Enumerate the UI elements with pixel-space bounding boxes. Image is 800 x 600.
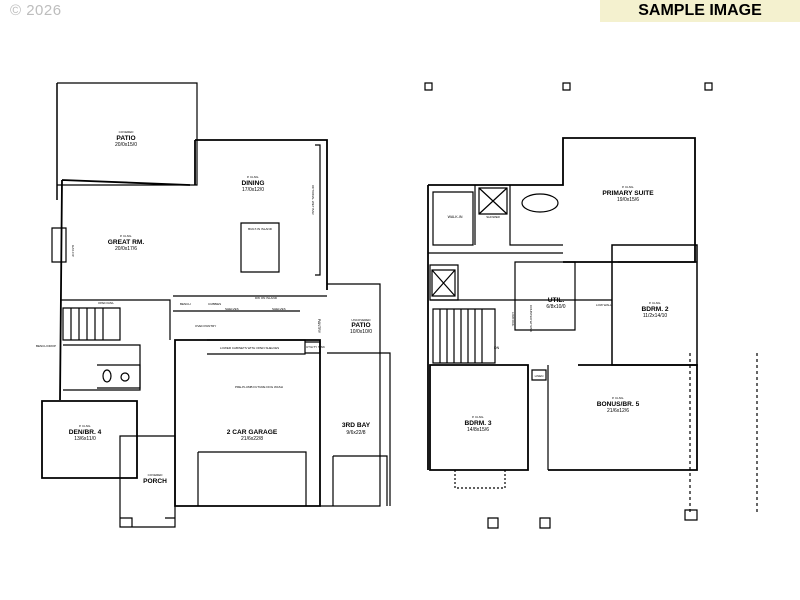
bedroom3-name: BDRM. 3 — [464, 420, 491, 427]
note-shelves: SHELVES — [225, 307, 239, 311]
walk-in-label: WALK-IN — [448, 215, 463, 219]
utility-dims: 6/8x10/0 — [546, 304, 565, 310]
main-floor-walls — [41, 82, 391, 528]
linen-label: LINEN — [535, 374, 544, 378]
covered-patio-note: COVERED — [119, 130, 135, 134]
great-room-name: GREAT RM. — [108, 239, 145, 246]
bonus-name: BONUS/BR. 5 — [597, 401, 640, 408]
porch-note: COVERED — [148, 473, 164, 477]
note-open-rail: OPEN RAIL — [98, 301, 114, 305]
bedroom2-dims: 11/2x14/10 — [643, 313, 668, 319]
den-name: DEN/BR. 4 — [69, 429, 102, 436]
uncovered-patio-note: UNCOVERED — [351, 318, 371, 322]
note-utility: UTILITY SINK — [306, 345, 325, 349]
bedroom2-note: 9' CLNG. — [649, 301, 661, 305]
bonus-note: 9' CLNG. — [612, 396, 624, 400]
uncovered-patio-dims: 10/0x10/0 — [350, 329, 372, 335]
covered-patio-dims: 20/0x15/0 — [115, 142, 137, 148]
note-bench-drop: BENCH DROP — [36, 344, 56, 348]
upper-floor-walls — [424, 82, 758, 529]
note-dw: DW ON ISLAND — [255, 296, 278, 300]
note-counter: COUNTER W/ SINK — [529, 305, 533, 332]
note-cubbies: CUBBIES — [208, 302, 221, 306]
note-dn: DN — [494, 346, 500, 350]
uncovered-patio-name: PATIO — [351, 322, 370, 329]
garage-name: 2 CAR GARAGE — [227, 429, 278, 436]
great-room-note: 9' CLNG. — [120, 234, 132, 238]
shower-label: SHOWER — [486, 215, 500, 219]
primary-suite-dims: 19/0x15/6 — [617, 197, 639, 203]
dining-name: DINING — [241, 180, 264, 187]
bonus-dims: 21/6x12/6 — [607, 408, 629, 414]
dining-note: 9' CLNG. — [247, 175, 259, 179]
den-note: 9' CLNG. — [79, 424, 91, 428]
bedroom3-note: 9' CLNG. — [472, 415, 484, 419]
bedroom3-dims: 14/8x15/6 — [467, 427, 489, 433]
covered-patio-name: PATIO — [116, 135, 135, 142]
third-bay-name: 3RD BAY — [342, 422, 371, 429]
bedroom2-name: BDRM. 2 — [641, 306, 668, 313]
primary-suite-name: PRIMARY SUITE — [602, 190, 654, 197]
note-dining: OPTIONAL WET BAR — [311, 185, 315, 215]
note-pre-plumb: PRE-PLUMB FUTURE DOG WASH — [235, 385, 283, 389]
note-bench: BENCH — [180, 302, 191, 306]
utility-name: UTIL. — [548, 297, 565, 304]
note-shelves-2: SHELVES — [272, 307, 286, 311]
main-floor-labels: COVERED PATIO 20/0x15/0 9' CLNG. DINING … — [36, 130, 372, 485]
dining-dims: 17/0x12/0 — [242, 187, 264, 193]
note-oven-pantry: OVEN PANTRY — [195, 324, 216, 328]
primary-suite-note: 9' CLNG. — [622, 185, 634, 189]
note-low-rail: LOW RAIL — [511, 312, 515, 327]
note-low-wall: LOW WALL — [596, 303, 612, 307]
garage-dims: 21/6x22/8 — [241, 436, 263, 442]
pantry-label: PANTRY — [317, 319, 321, 334]
upper-floor-labels: WALK-IN SHOWER 9' CLNG. PRIMARY SUITE 19… — [448, 185, 669, 433]
sample-image-badge: SAMPLE IMAGE — [600, 0, 800, 22]
note-lower-cabinets: LOWER CABINETS WITH OPEN SHELVES — [220, 346, 279, 350]
note-island: BUILT-IN ISLAND — [248, 227, 273, 231]
note-gas-fp: GAS F/P — [71, 245, 75, 257]
third-bay-dims: 9/6x22/8 — [346, 430, 365, 436]
copyright-watermark: © 2026 — [10, 2, 62, 19]
den-dims: 13/6x11/0 — [74, 436, 96, 442]
great-room-dims: 20/0x17/6 — [115, 246, 137, 252]
porch-name: PORCH — [143, 478, 167, 485]
